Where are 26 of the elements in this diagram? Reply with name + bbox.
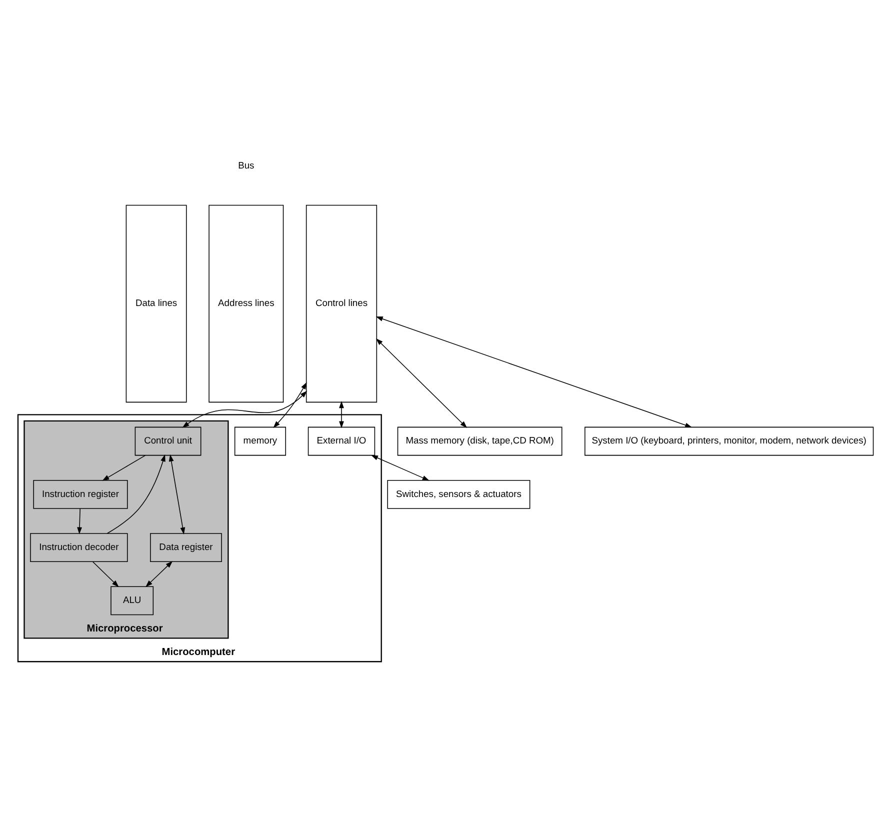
node-box: Control lines [306,204,378,402]
arrow [370,454,430,480]
node-box: Switches, sensors & actuators [387,479,530,508]
node-box: Instruction decoder [30,532,128,562]
node-box: System I/O (keyboard, printers, monitor, modem, network devices) [584,426,874,456]
node-box: Mass memory (disk, tape,CD ROM) [397,426,562,456]
arrow [106,454,166,534]
arrow [168,454,186,534]
node-box: Address lines [208,204,284,402]
node-box: Data register [150,532,222,562]
arrow [182,390,308,428]
node-box: Control unit [134,426,202,456]
arrow [376,316,692,428]
node-box: Instruction register [33,479,128,508]
arrow [145,560,173,587]
arrow [339,400,344,428]
arrow [102,454,146,480]
node-box: ALU [110,586,154,615]
arrow [376,338,468,428]
arrow [77,508,82,534]
arrow [92,560,119,587]
node-box: External I/O [308,426,376,456]
node-box: memory [234,426,286,456]
label: Bus [238,160,254,170]
arrow [273,382,307,428]
node-box: Data lines [126,204,187,402]
